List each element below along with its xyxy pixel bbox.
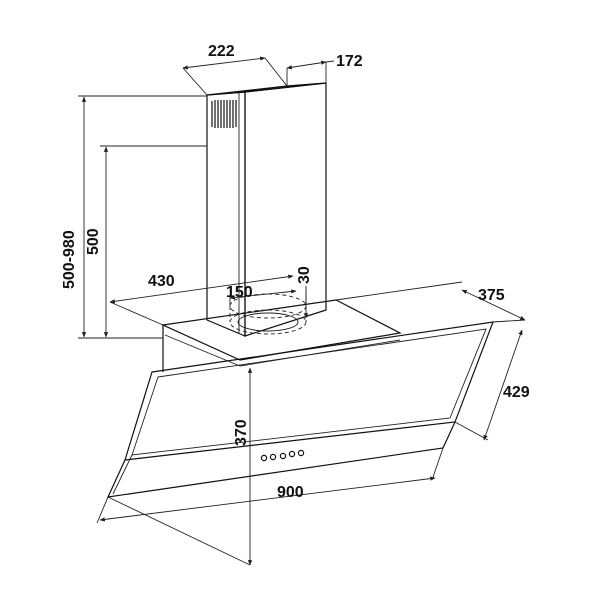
button-2-icon bbox=[269, 453, 277, 461]
dim-outlet-diameter-label: 150 bbox=[226, 284, 253, 301]
dim-hood-width: 900 bbox=[96, 447, 444, 524]
button-5-icon bbox=[297, 449, 305, 457]
vent-grille-icon bbox=[211, 100, 237, 128]
chimney bbox=[206, 82, 327, 337]
button-4-icon bbox=[288, 450, 296, 458]
dim-outlet-diameter: 150 bbox=[226, 284, 307, 306]
dim-chimney-width: 222 bbox=[182, 43, 288, 96]
dim-total-height-label: 500-980 bbox=[61, 230, 78, 289]
dim-outlet-offset-label: 30 bbox=[296, 266, 313, 284]
hood-body bbox=[106, 299, 494, 498]
dim-hood-height: 370 bbox=[107, 367, 253, 566]
dim-chimney-height: 500 bbox=[85, 145, 207, 339]
dim-chimney-width-label: 222 bbox=[208, 43, 235, 60]
button-3-icon bbox=[279, 452, 287, 460]
dim-outlet-offset: 30 bbox=[296, 266, 313, 319]
dim-mount-depth: 430 bbox=[109, 273, 294, 326]
dim-hood-width-label: 900 bbox=[277, 484, 304, 501]
dim-hood-depth-label: 375 bbox=[478, 287, 505, 304]
dim-chimney-depth: 172 bbox=[286, 53, 363, 86]
dim-mount-depth-label: 430 bbox=[148, 273, 175, 290]
dim-chimney-height-label: 500 bbox=[85, 228, 102, 255]
dim-glass-panel-height: 429 bbox=[454, 329, 530, 441]
dim-total-height: 500-980 bbox=[61, 95, 207, 339]
dim-glass-panel-height-label: 429 bbox=[503, 384, 530, 401]
button-1-icon bbox=[260, 454, 268, 462]
dim-chimney-depth-label: 172 bbox=[336, 53, 363, 70]
dim-hood-height-label: 370 bbox=[233, 419, 250, 446]
control-buttons bbox=[260, 449, 305, 462]
dim-hood-depth: 375 bbox=[335, 281, 526, 323]
